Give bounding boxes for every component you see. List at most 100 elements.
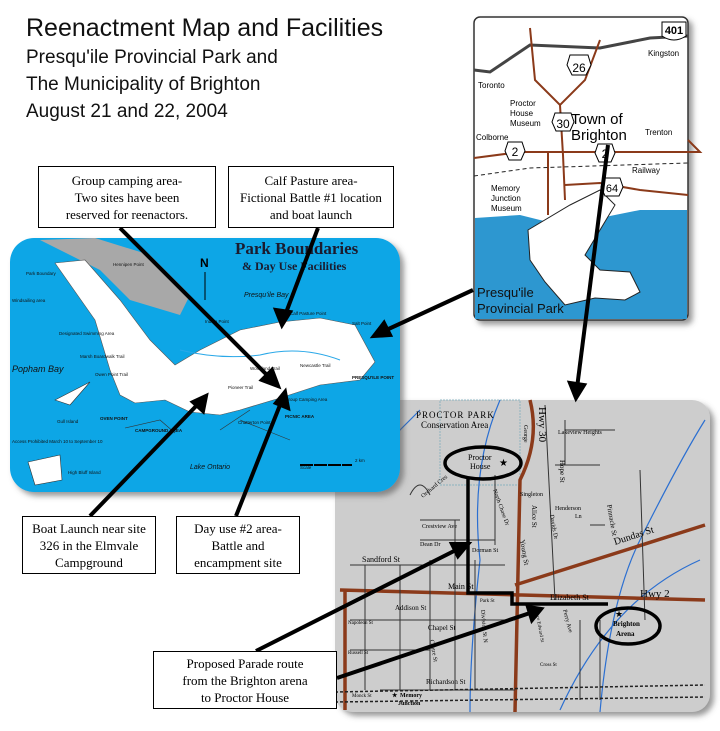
map-label: Access Prohibited March 10 to September … — [12, 439, 103, 444]
map-label: Woodland Trail — [250, 366, 280, 371]
map-shape — [448, 542, 473, 560]
page-title: Reenactment Map and Facilities — [26, 14, 384, 42]
callout-line: Calf Pasture area- — [264, 172, 358, 188]
callout-line: from the Brighton arena — [182, 672, 308, 688]
map-label: Russell St — [348, 651, 369, 656]
map-label: Lakeview Heights — [558, 430, 602, 436]
map-shape — [234, 399, 284, 517]
map-label: Popham Bay — [12, 364, 64, 374]
map-shape — [189, 392, 209, 415]
hwy-64-shield: 64 — [600, 177, 624, 197]
map-label: Brighton — [571, 127, 627, 144]
gray-marsh — [40, 238, 190, 315]
hwy-2-shield-west: 2 — [504, 141, 526, 161]
map-shape — [272, 307, 294, 330]
map-label: House — [510, 109, 534, 118]
callout-line: Battle and — [211, 537, 265, 553]
callout-line: Group camping area- — [71, 172, 183, 188]
map-shape — [547, 152, 566, 215]
map-label: 2 — [512, 145, 519, 159]
map-shape: ★ — [499, 458, 508, 469]
map-label: Gull Island — [57, 419, 79, 424]
map-label: Owen Point Trail — [95, 372, 128, 377]
map-shape — [504, 141, 526, 161]
map-label: Crestview Ave — [422, 524, 457, 530]
map-label: Toronto — [478, 81, 505, 90]
map-label: Proctor — [468, 453, 492, 462]
map-label: Presqu'ile — [477, 285, 534, 300]
map-label: Museum — [491, 204, 522, 213]
map-label: Centre St — [428, 639, 438, 663]
map-label: Pioneer Trail — [228, 385, 253, 390]
map-label: Henderson — [555, 506, 581, 512]
map-label: Hwy 2 — [640, 588, 670, 600]
map-shape: ★ — [615, 609, 623, 619]
map-title-block: Reenactment Map and Facilities Presqu'il… — [26, 12, 383, 125]
map-shape — [258, 366, 282, 390]
callout-line: reserved for reenactors. — [65, 206, 189, 222]
map-label: Town of — [571, 111, 624, 128]
map-label: Marsh Boardwalk Trail — [80, 354, 125, 359]
map-label: Napoleon St — [348, 621, 373, 626]
map-shape — [339, 399, 706, 713]
callout-line: encampment site — [194, 554, 282, 570]
map-label: Sandford St — [362, 555, 401, 564]
map-label: Hwy 30 — [536, 407, 548, 443]
map-shape — [335, 400, 710, 712]
map-shape — [551, 112, 575, 132]
map-label: Group Camping Area — [285, 397, 328, 402]
callout-line: Boat Launch near site — [32, 520, 146, 536]
map-label: Cross St — [540, 663, 557, 668]
map-shape — [369, 319, 394, 339]
map-label: Prince Edward St — [533, 607, 544, 643]
map-label: Davids Dr — [548, 514, 558, 540]
map-label: 2 km — [355, 458, 365, 463]
map-label: Chatterton Point — [238, 420, 271, 425]
map-shape — [272, 387, 291, 412]
callout-line: Proposed Parade route — [186, 655, 304, 671]
pointer-arrows — [88, 144, 610, 680]
map-label: & Day Use Facilities — [242, 259, 347, 273]
map-shape — [336, 610, 534, 680]
map-label: Museum — [510, 119, 541, 128]
map-label: Scale — [300, 465, 312, 470]
map-label: Monck St — [352, 694, 372, 699]
map-label: Calf Pasture Point — [290, 311, 327, 316]
map-label: Lake Ontario — [190, 464, 230, 471]
hwy-26-shield: 26 — [566, 54, 592, 76]
map-shape — [54, 381, 91, 406]
map-label: House — [470, 462, 491, 471]
callout-line: and boat launch — [269, 206, 353, 222]
map-label: Colborne — [476, 133, 509, 142]
peninsula-land — [54, 259, 376, 416]
map-label: CAMPGROUND AREA — [135, 428, 183, 433]
map-label: Hennipen Point — [113, 262, 145, 267]
map-label: Dean Dr — [420, 542, 441, 548]
map-label: Proctor — [510, 99, 536, 108]
map-label: PICNIC AREA — [285, 414, 315, 419]
map-label: High Bluff Island — [68, 470, 101, 475]
map-label: Elizabeth St — [550, 593, 590, 602]
date-line: August 21 and 22, 2004 — [26, 101, 228, 122]
callout-line: 326 in the Elmvale — [39, 537, 139, 553]
map-label: Hope St — [558, 460, 566, 483]
map-label: 401 — [665, 25, 683, 37]
north-arrow: N — [200, 256, 209, 270]
map-label: Park Boundary — [26, 271, 57, 276]
map-shape — [255, 546, 461, 653]
map-label: Arena — [616, 630, 635, 638]
callout-calf-pasture: Calf Pasture area-Fictional Battle #1 lo… — [228, 166, 394, 228]
map-shape — [439, 399, 521, 486]
hwy-30-shield: 30 — [551, 112, 575, 132]
map-label: Chapel St — [428, 624, 455, 632]
map-shape — [566, 54, 592, 76]
map-label: Memory — [491, 184, 520, 193]
